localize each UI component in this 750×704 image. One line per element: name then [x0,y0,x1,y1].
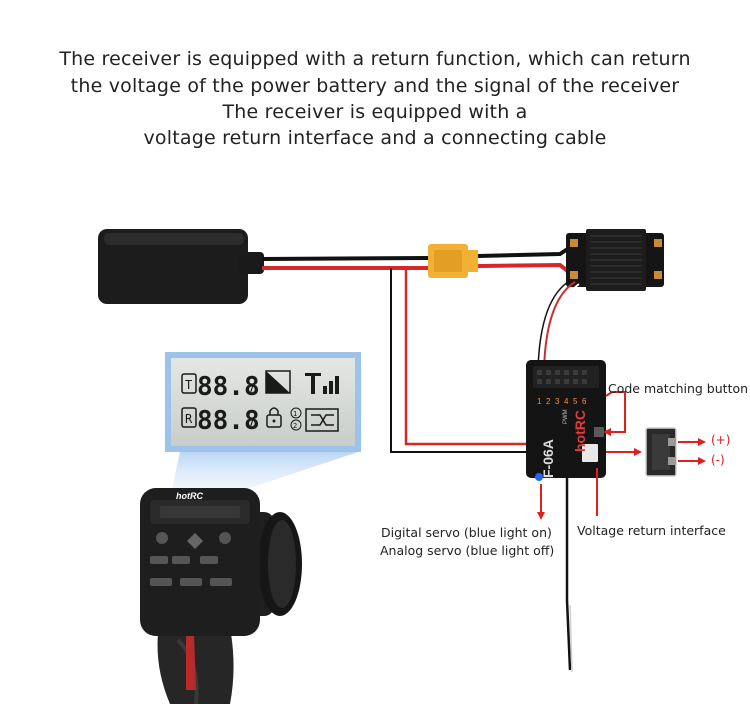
tx-voltage: 88.8 [197,372,260,402]
callout-arrows [537,391,706,520]
tx-unit: v [246,383,254,398]
port-number: 5 [573,397,578,406]
lock-icon [266,407,282,428]
receiver-port-numbers: 1 2 3 4 5 6 [537,397,587,406]
digital-servo-label: Digital servo (blue light on) [381,525,552,540]
rx-badge-frame [181,407,197,428]
transmitter [140,488,302,704]
lcd-rx-row: R 88.8 v 1 2 [181,406,339,436]
lcd-panel [165,352,361,452]
tx-badge: T [185,378,192,392]
lcd-tx-row: T 88.8 v [181,370,339,402]
port-number: 1 [537,397,542,406]
display-beam [170,452,358,498]
rx-unit: v [246,417,254,432]
rx-badge: R [185,412,193,426]
caption-line-1: The receiver is equipped with a return f… [59,48,691,70]
negative-label: (-) [711,453,725,467]
channel-reverse-icon [305,408,339,432]
channel-2-indicator [290,419,302,431]
throttle-icon [266,371,290,393]
battery [98,229,264,304]
esc-signal-wire [543,281,576,371]
voltage-return-cable [390,266,536,453]
receiver-model: F-06A [540,439,556,478]
antenna [565,478,572,671]
caption-line-3: The receiver is equipped with a [222,101,528,123]
caption-line-2: the voltage of the power battery and the… [70,75,680,97]
receiver-brand: hotRC [572,410,588,452]
battery-leads [261,256,431,270]
analog-servo-label: Analog servo (blue light off) [380,543,555,558]
voltage-return-label: Voltage return interface [577,523,726,538]
channel-1: 1 [293,410,297,418]
tx-badge-frame [181,373,197,394]
caption-line-4: voltage return interface and a connectin… [143,127,607,149]
esc [566,229,664,291]
rx-voltage: 88.8 [197,406,260,436]
receiver [526,360,606,481]
channel-1-indicator [290,407,302,419]
transmitter-brand: hotRC [176,491,203,501]
port-number: 4 [564,397,569,406]
xt60-connector [428,244,478,278]
channel-2: 2 [293,422,297,430]
signal-strength-icon [305,373,339,394]
port-number: 2 [546,397,551,406]
port-number: 6 [582,397,587,406]
jst-connector [645,427,677,477]
code-matching-label: Code matching button [608,381,749,396]
receiver-mode: PWM [563,409,569,424]
positive-label: (+) [711,433,731,447]
esc-leads [477,244,576,278]
port-number: 3 [555,397,560,406]
